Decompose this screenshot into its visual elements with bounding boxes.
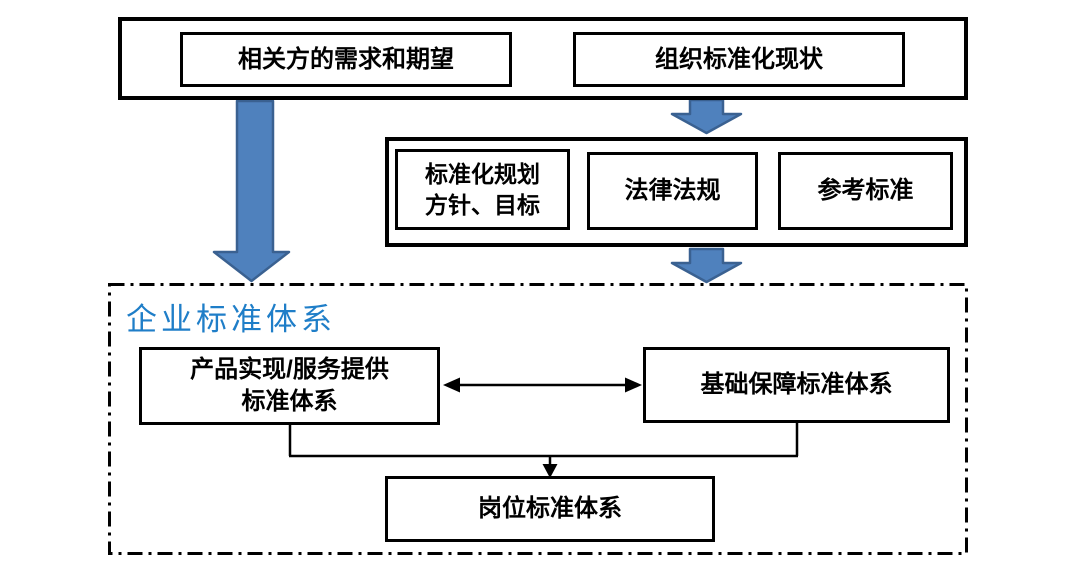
enterprise-system-title: 企业标准体系 (126, 302, 336, 338)
arrow-stakeholder-to-enterprise-icon (212, 99, 291, 283)
middle-inputs-container (385, 137, 968, 247)
box-foundation-support-system-label: 基础保障标准体系 (700, 371, 893, 399)
box-laws-regulations-label: 法律法规 (624, 177, 721, 205)
top-inputs-container (118, 17, 968, 100)
plan-line1: 标准化规划 (425, 161, 540, 188)
double-arrow-product-foundation-icon (443, 377, 642, 393)
plan-line2: 方针、目标 (425, 191, 540, 218)
connector-to-position-box (288, 422, 799, 478)
box-product-realization-system: 产品实现/服务提供 标准体系 (139, 347, 440, 425)
arrow-orgstatus-to-inputs-icon (670, 98, 743, 135)
box-stakeholder-needs-label: 相关方的需求和期望 (238, 45, 454, 73)
box-laws-regulations: 法律法规 (587, 152, 758, 230)
box-reference-standards: 参考标准 (778, 152, 953, 230)
enterprise-boundary (108, 283, 968, 555)
box-position-standard-system-label: 岗位标准体系 (478, 495, 622, 523)
box-foundation-support-system: 基础保障标准体系 (643, 347, 950, 423)
box-standardization-plan-label: 标准化规划 方针、目标 (425, 159, 540, 220)
blue-arrows-group (212, 98, 743, 284)
box-product-realization-system-label: 产品实现/服务提供 标准体系 (190, 354, 389, 417)
product-line1: 产品实现/服务提供 (190, 356, 389, 384)
down-arrowhead-icon (542, 464, 558, 478)
box-standardization-plan: 标准化规划 方针、目标 (395, 149, 570, 230)
box-stakeholder-needs: 相关方的需求和期望 (180, 32, 512, 87)
box-org-standardization-status: 组织标准化现状 (573, 32, 905, 87)
arrow-inputs-to-enterprise-icon (670, 247, 743, 284)
box-position-standard-system: 岗位标准体系 (385, 476, 715, 542)
product-line2: 标准体系 (241, 388, 338, 415)
box-org-standardization-status-label: 组织标准化现状 (655, 45, 823, 73)
box-reference-standards-label: 参考标准 (817, 177, 914, 205)
